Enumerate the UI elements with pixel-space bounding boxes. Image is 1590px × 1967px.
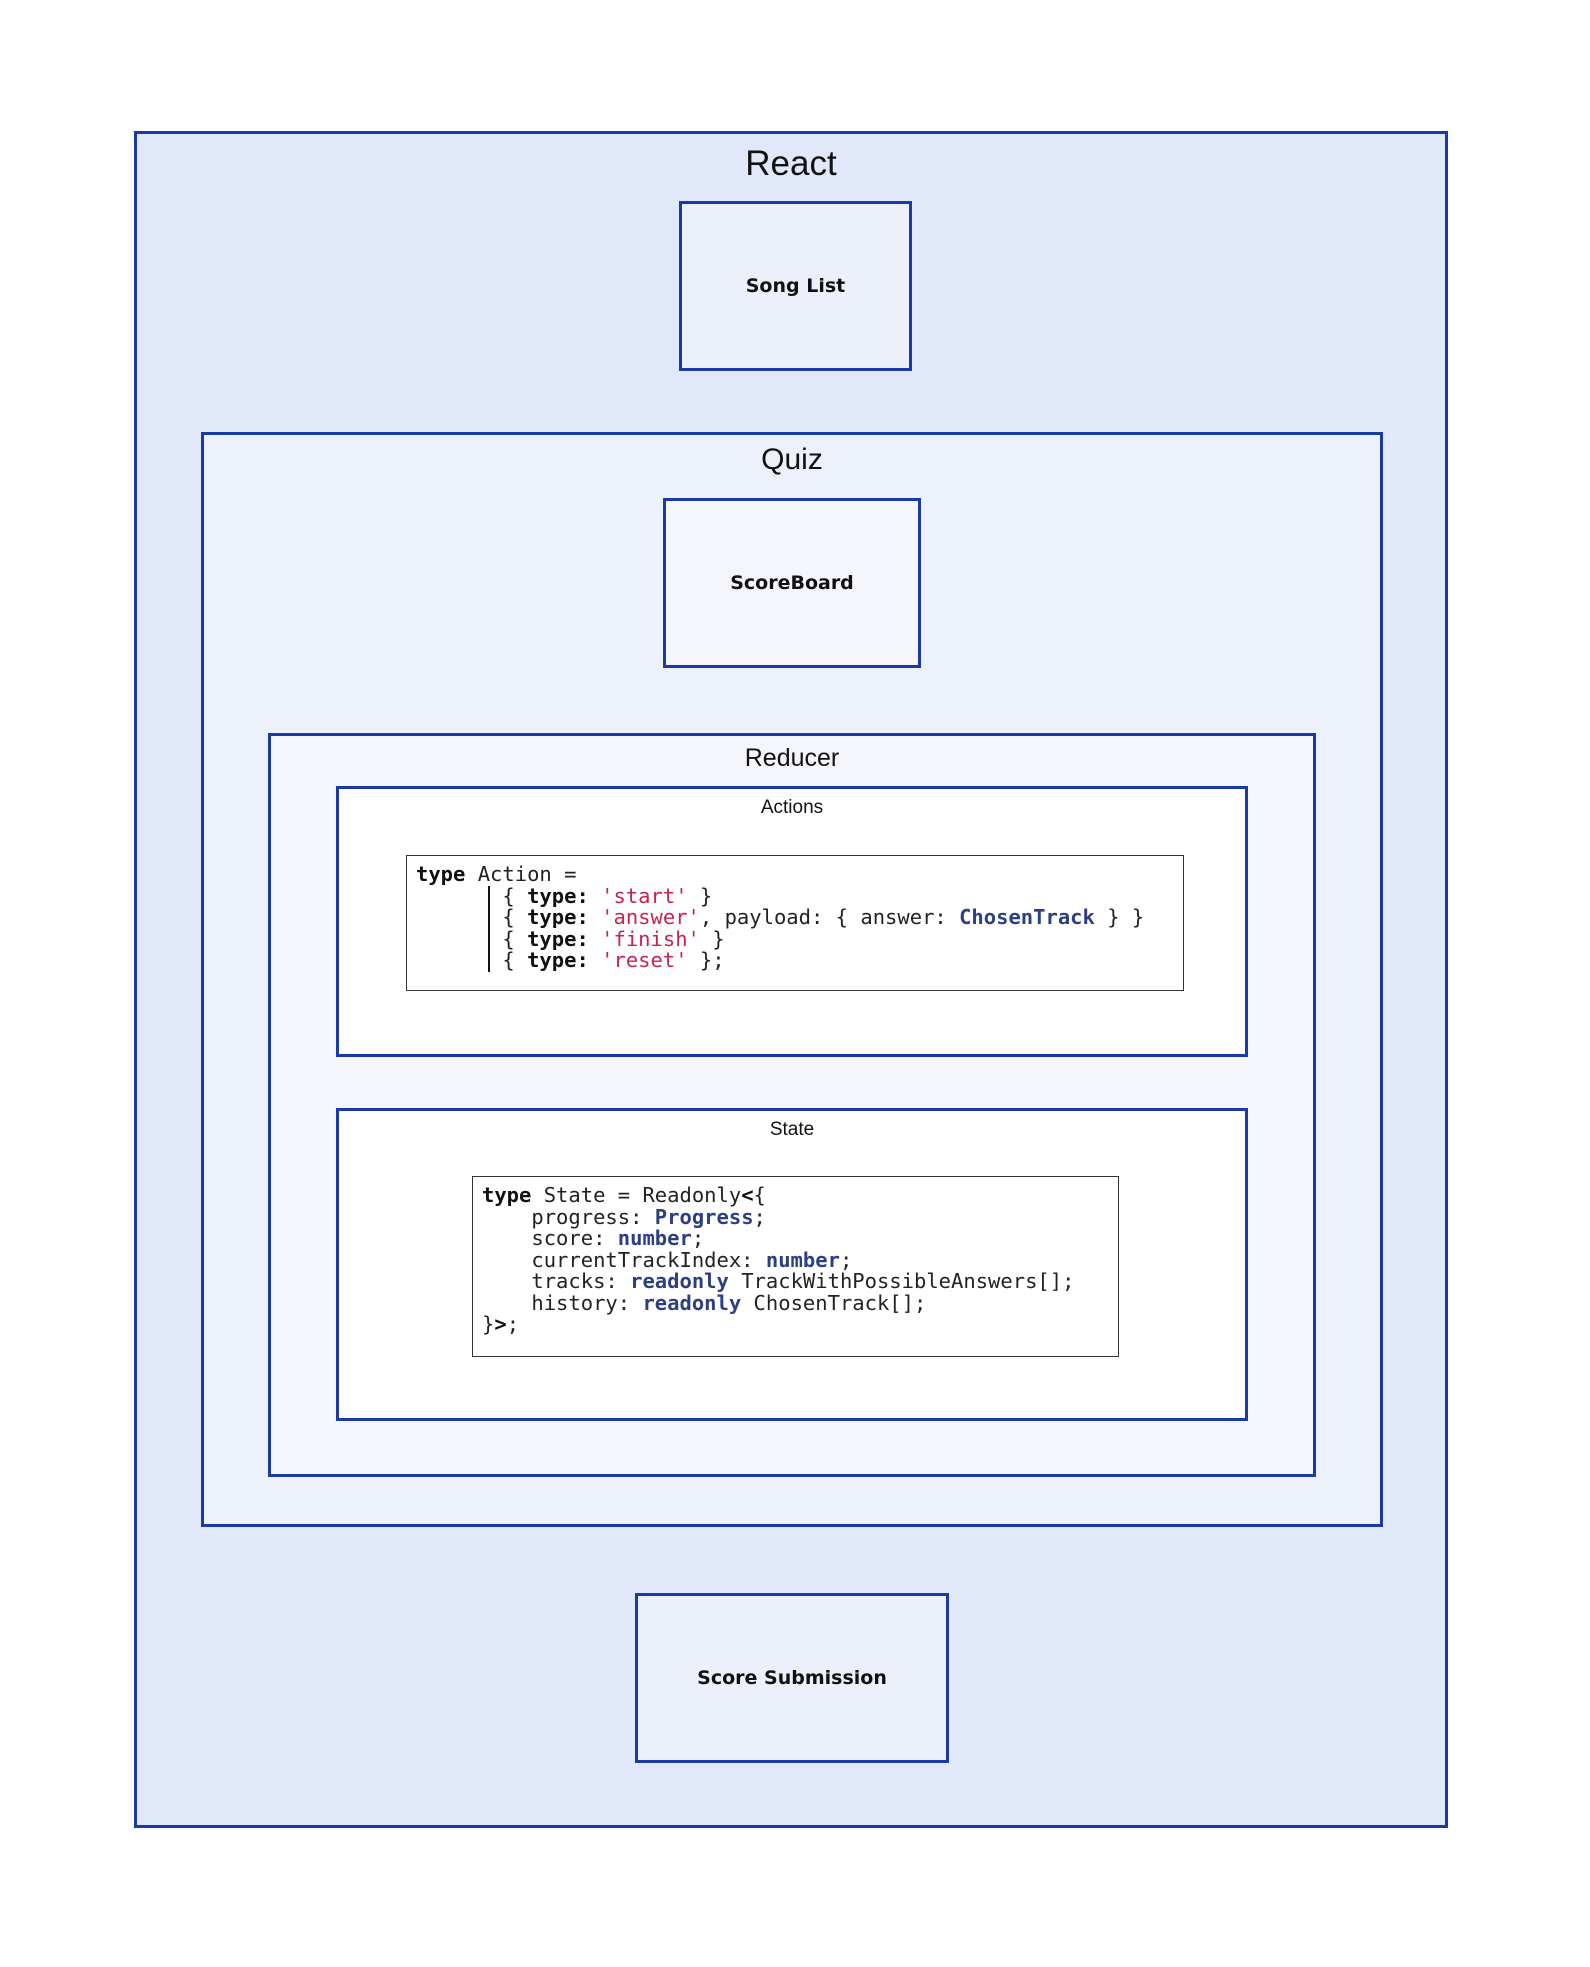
state-type-code: type State = Readonly<{ progress: Progre…	[472, 1176, 1119, 1357]
code-line: { type: 'answer', payload: { answer: Cho…	[488, 905, 1145, 929]
code-line: { type: 'finish' }	[488, 926, 725, 951]
reducer-title: Reducer	[744, 744, 840, 772]
song-list-node: Song List	[679, 201, 912, 371]
code-line: { type: 'reset' };	[488, 948, 725, 972]
quiz-container: Quiz ScoreBoard Reducer Actions type Act…	[201, 432, 1383, 1527]
song-list-label: Song List	[745, 275, 846, 297]
code-line: tracks: readonly TrackWithPossibleAnswer…	[482, 1269, 1075, 1293]
code-line: }>;	[482, 1312, 520, 1336]
state-container: State type State = Readonly<{ progress: …	[336, 1108, 1248, 1421]
scoreboard-node: ScoreBoard	[663, 498, 921, 668]
code-line: { type: 'start' }	[488, 883, 713, 908]
react-container: React Song List Quiz ScoreBoard Reducer …	[134, 131, 1448, 1828]
code-line: progress: Progress;	[482, 1204, 766, 1229]
code-line: currentTrackIndex: number;	[482, 1247, 853, 1272]
react-title: React	[745, 144, 837, 183]
score-submission-node: Score Submission	[635, 1593, 949, 1763]
quiz-title: Quiz	[761, 443, 823, 476]
code-line: score: number;	[482, 1226, 705, 1250]
actions-container: Actions type Action = { type: 'start' } …	[336, 786, 1248, 1057]
reducer-container: Reducer Actions type Action = { type: 's…	[268, 733, 1316, 1477]
scoreboard-label: ScoreBoard	[730, 572, 854, 594]
code-line: type State = Readonly<{	[482, 1183, 766, 1207]
code-line: type Action =	[416, 862, 577, 886]
action-type-code: type Action = { type: 'start' } { type: …	[406, 855, 1184, 991]
state-title: State	[769, 1119, 815, 1140]
score-submission-label: Score Submission	[697, 1667, 887, 1689]
actions-title: Actions	[760, 797, 824, 818]
code-line: history: readonly ChosenTrack[];	[482, 1290, 927, 1315]
